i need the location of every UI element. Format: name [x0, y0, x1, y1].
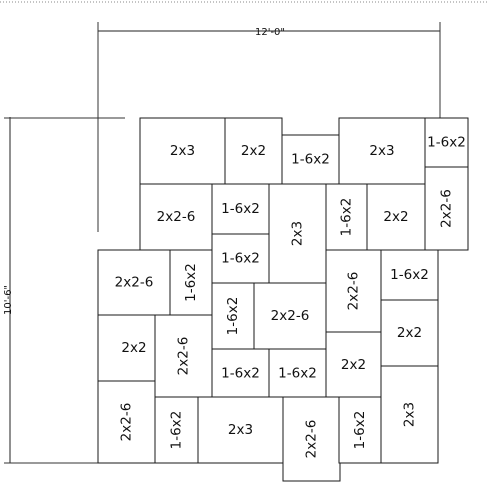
tile-outline [154, 314, 213, 398]
tile-outline [253, 282, 327, 350]
tile: 1-6x2 [325, 183, 368, 251]
tile: 2x3 [338, 117, 426, 185]
tile: 2x2-6 [253, 282, 327, 350]
tile-grid: 2x3 2x2 1-6x2 2x3 1-6x2 2x2-6 1-6x2 2x3 1-6x2 2x2… [97, 117, 469, 482]
tile-label: 2x2-6 [176, 337, 192, 376]
tile: 2x2-6 [424, 166, 469, 251]
tile: 1-6x2 [211, 183, 270, 235]
tile-label: 2x2-6 [119, 403, 135, 442]
tile-outline [169, 249, 213, 316]
tile-label: 1-6x2 [169, 411, 185, 450]
tile-label: 2x2 [383, 209, 408, 225]
tile-label: 2x2 [121, 340, 146, 356]
tile-label: 2x2 [397, 325, 422, 341]
tile-label: 1-6x2 [278, 366, 317, 382]
tile: 1-6x2 [380, 249, 439, 301]
width-dimension-label: 12'-0" [255, 27, 285, 38]
tile-outline [281, 134, 340, 185]
tile-outline [380, 249, 439, 301]
tile: 2x2-6 [154, 314, 213, 398]
height-dimension-label: 10'-6" [3, 285, 14, 315]
tile-outline [97, 380, 156, 464]
tile-outline [424, 166, 469, 251]
tile-label: 2x3 [402, 402, 418, 427]
tile-label: 2x3 [170, 143, 195, 159]
tile-label: 1-6x2 [291, 152, 330, 168]
tile-label: 2x3 [290, 221, 306, 246]
tile-label: 2x2-6 [439, 189, 455, 228]
tile-label: 1-6x2 [183, 263, 199, 302]
tile-label: 1-6x2 [225, 297, 241, 336]
tile-outline [268, 348, 327, 399]
tile: 2x2-6 [282, 396, 341, 482]
tile: 1-6x2 [154, 396, 199, 464]
tile-outline [154, 396, 199, 464]
tile: 1-6x2 [169, 249, 213, 316]
tile: 1-6x2 [424, 117, 469, 168]
tile-label: 2x2-6 [271, 308, 310, 324]
tile-label: 2x2-6 [157, 209, 196, 225]
tile-outline [224, 117, 283, 185]
tile-outline [338, 117, 426, 185]
tile-label: 2x3 [228, 422, 253, 438]
tile: 2x2 [325, 331, 382, 399]
tile-label: 2x2-6 [346, 272, 362, 311]
tile-label: 1-6x2 [221, 251, 260, 267]
tile-label: 2x2 [241, 143, 266, 159]
tile: 2x2 [366, 183, 426, 251]
tile-outline [380, 365, 439, 464]
tile: 2x2-6 [97, 249, 171, 316]
tile: 1-6x2 [338, 396, 382, 464]
tile: 2x3 [380, 365, 439, 464]
tile: 2x2-6 [325, 249, 382, 333]
tile-outline [139, 183, 213, 251]
tile: 2x2 [380, 299, 439, 367]
dimension-lines [4, 22, 441, 464]
tile: 1-6x2 [281, 134, 340, 185]
tile-label: 2x2 [341, 357, 366, 373]
tile: 1-6x2 [268, 348, 327, 399]
tile: 2x3 [139, 117, 226, 185]
tile-outline [338, 396, 382, 464]
tile: 1-6x2 [211, 233, 270, 284]
tile: 2x3 [268, 183, 327, 284]
tile-label: 1-6x2 [352, 411, 368, 450]
tile-label: 1-6x2 [390, 267, 429, 283]
tile: 2x2-6 [97, 380, 156, 464]
tile-outline [197, 396, 284, 464]
tile-outline [325, 331, 382, 399]
tile-outline [211, 282, 255, 350]
tile-outline [97, 249, 171, 316]
tile: 1-6x2 [211, 348, 270, 399]
tile: 2x3 [197, 396, 284, 464]
tile-label: 1-6x2 [221, 201, 260, 217]
tile-label: 2x2-6 [115, 275, 154, 291]
tile: 1-6x2 [211, 282, 255, 350]
tile: 2x2 [224, 117, 283, 185]
tile: 2x2-6 [139, 183, 213, 251]
tile-label: 2x2-6 [304, 420, 320, 459]
tile-outline [211, 233, 270, 284]
tile-outline [325, 249, 382, 333]
tile-label: 1-6x2 [339, 198, 355, 237]
tile-label: 2x3 [369, 143, 394, 159]
tile-label: 1-6x2 [221, 366, 260, 382]
tile-outline [424, 117, 469, 168]
tile-label: 1-6x2 [427, 135, 466, 151]
tile-outline [380, 299, 439, 367]
